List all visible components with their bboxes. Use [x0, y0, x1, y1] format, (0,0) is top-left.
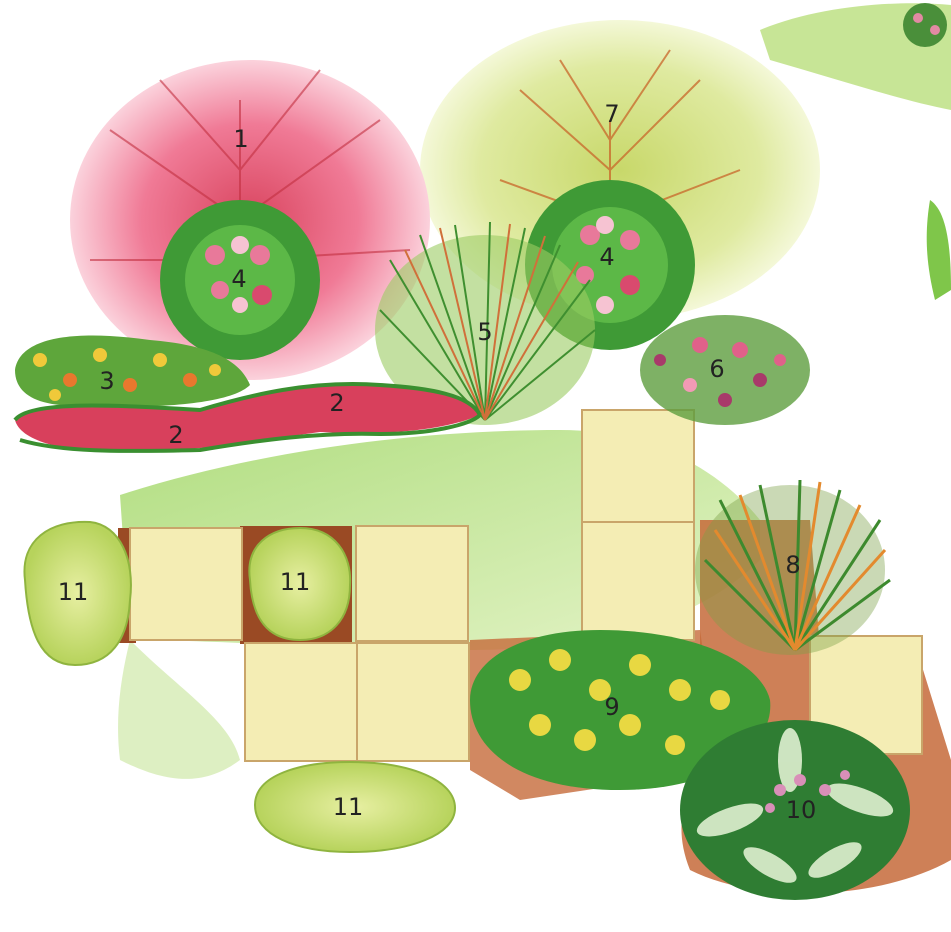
- lawn-left: [118, 640, 240, 779]
- label-7: 7: [604, 100, 619, 128]
- label-11-left: 11: [58, 578, 89, 606]
- label-11-center: 11: [280, 568, 311, 596]
- paving-stone: [582, 410, 694, 522]
- label-5: 5: [477, 318, 492, 346]
- flower-corner: [903, 3, 947, 47]
- paving-stone: [130, 528, 242, 640]
- label-4-right: 4: [599, 243, 614, 271]
- paving-stone: [245, 643, 357, 761]
- paving-stone: [356, 526, 468, 641]
- label-2-upper: 2: [329, 389, 344, 417]
- label-1: 1: [233, 125, 248, 153]
- label-9: 9: [604, 693, 619, 721]
- paving-stone: [357, 643, 469, 761]
- label-10: 10: [786, 796, 817, 824]
- plant-6-flowers: [640, 315, 810, 425]
- paving-stone: [582, 522, 694, 640]
- label-8: 8: [785, 551, 800, 579]
- label-11-bottom: 11: [333, 793, 364, 821]
- label-4-left: 4: [231, 265, 246, 293]
- label-6: 6: [709, 355, 724, 383]
- label-3: 3: [99, 367, 114, 395]
- lawn-right-edge: [927, 200, 951, 300]
- label-2-lower: 2: [168, 421, 183, 449]
